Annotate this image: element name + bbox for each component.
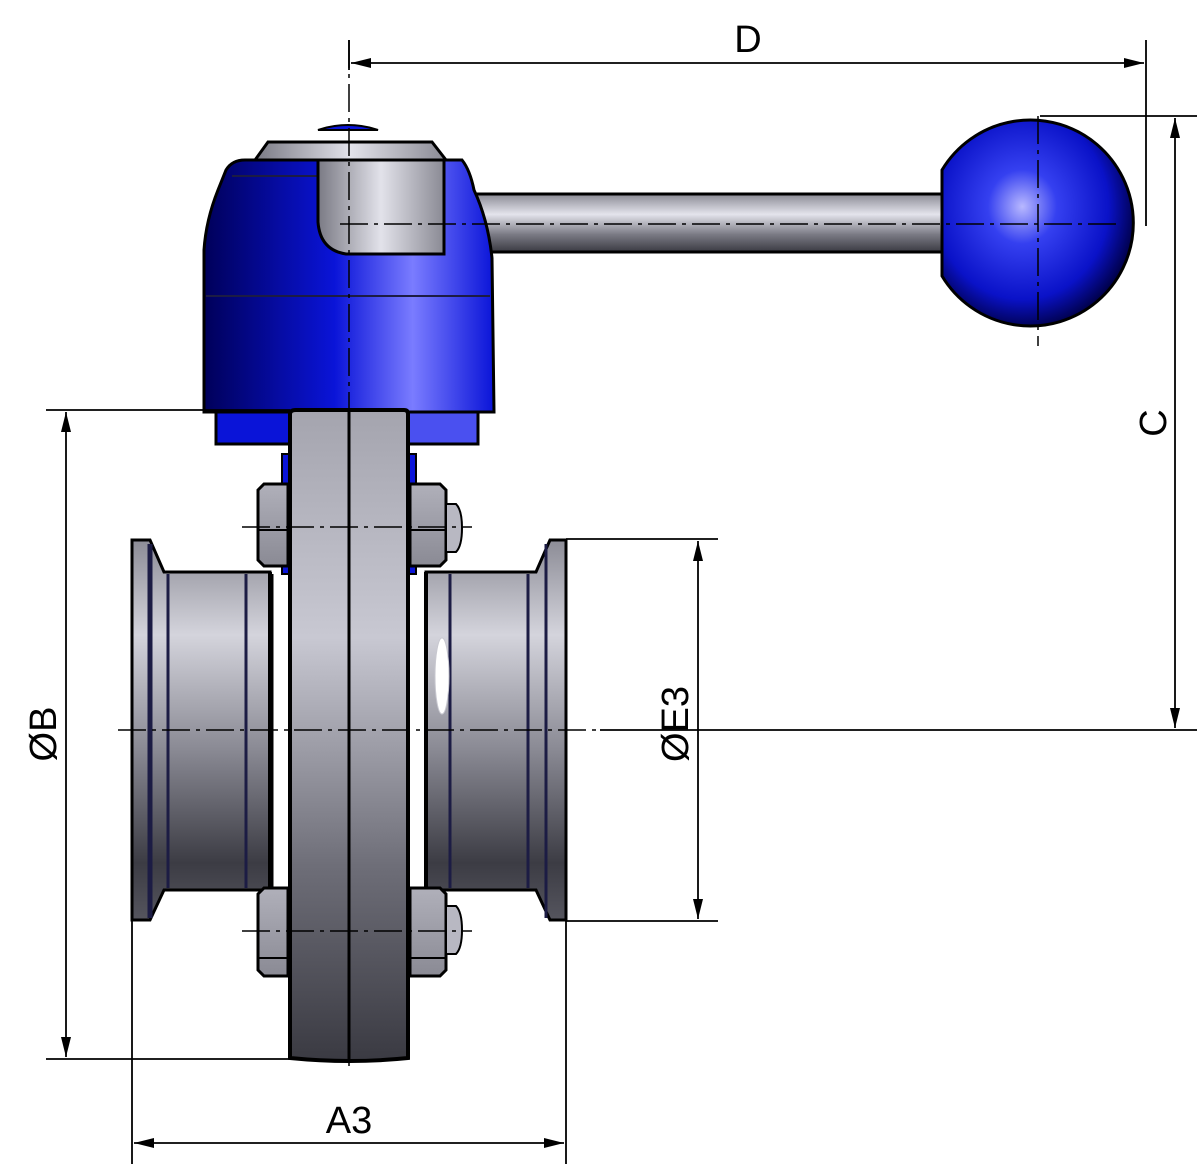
nut-top-right	[408, 482, 464, 568]
nut-top-left	[256, 482, 290, 568]
dim-label-c: C	[1133, 409, 1175, 436]
dim-label-b: ØB	[23, 707, 65, 762]
dimension-lines	[46, 40, 1197, 1164]
nut-bottom-right	[408, 886, 464, 978]
centerlines	[118, 40, 1120, 1066]
dim-label-a3: A3	[326, 1100, 372, 1142]
valve-body	[270, 408, 417, 1063]
bolts	[256, 482, 464, 978]
handle-lever	[438, 192, 952, 254]
nut-bottom-left	[256, 886, 290, 978]
dim-label-d: D	[734, 19, 761, 61]
dim-label-e3: ØE3	[655, 686, 697, 762]
